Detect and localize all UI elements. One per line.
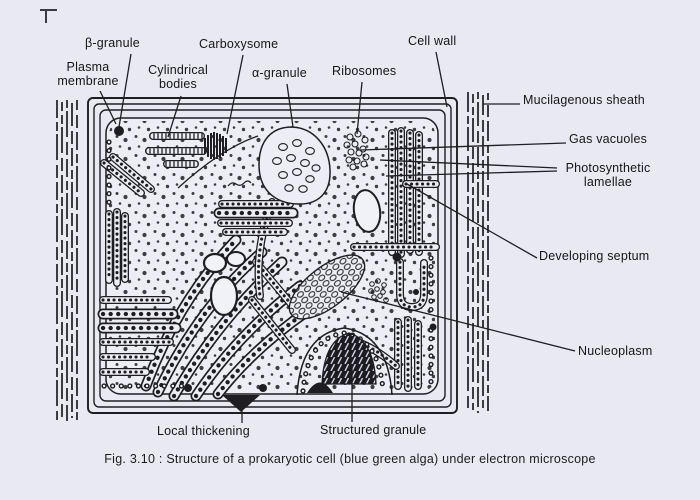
label-gas-vacuoles: Gas vacuoles bbox=[569, 132, 648, 146]
beta-granule-drawing bbox=[114, 126, 437, 392]
mucilagenous-sheath-left-hatch bbox=[56, 100, 78, 421]
small-granule-cluster bbox=[368, 278, 389, 303]
structured-granule-drawing bbox=[296, 327, 393, 396]
vacuole-ovals bbox=[202, 189, 382, 317]
nucleoplasm-drawing bbox=[288, 254, 366, 320]
gas-vacuoles-cluster bbox=[343, 130, 370, 171]
label-beta-granule: β-granule bbox=[85, 36, 140, 50]
scan-artifact bbox=[40, 9, 57, 23]
label-developing-septum: Developing septum bbox=[539, 249, 650, 263]
leader-lines bbox=[99, 51, 576, 423]
label-cell-wall: Cell wall bbox=[408, 34, 457, 48]
label-mucilagenous-sheath: Mucilagenous sheath bbox=[523, 93, 645, 107]
mucilagenous-sheath-right-hatch bbox=[467, 92, 489, 413]
alpha-granule-drawing bbox=[258, 126, 331, 205]
label-cylindrical-bodies: Cylindrical bodies bbox=[148, 63, 208, 91]
ring-rows bbox=[101, 139, 434, 389]
label-photosynthetic-lamellae: Photosynthetic lamellae bbox=[565, 161, 651, 189]
label-carboxysome: Carboxysome bbox=[199, 37, 279, 51]
label-ribosomes: Ribosomes bbox=[332, 64, 397, 78]
cell-wall-layers bbox=[87, 97, 458, 414]
label-alpha-granule: α-granule bbox=[252, 66, 307, 80]
label-plasma-membrane: Plasma membrane bbox=[57, 60, 119, 88]
label-local-thickening: Local thickening bbox=[157, 424, 250, 438]
label-structured-granule: Structured granule bbox=[320, 423, 427, 437]
figure-caption: Fig. 3.10 : Structure of a prokaryotic c… bbox=[104, 452, 596, 466]
label-nucleoplasm: Nucleoplasm bbox=[578, 344, 653, 358]
carboxysome-drawing bbox=[204, 132, 227, 160]
local-thickening-drawing bbox=[222, 382, 333, 412]
cytoplasm-dots bbox=[109, 121, 435, 391]
photosynthetic-lamellae-drawing bbox=[97, 127, 440, 402]
